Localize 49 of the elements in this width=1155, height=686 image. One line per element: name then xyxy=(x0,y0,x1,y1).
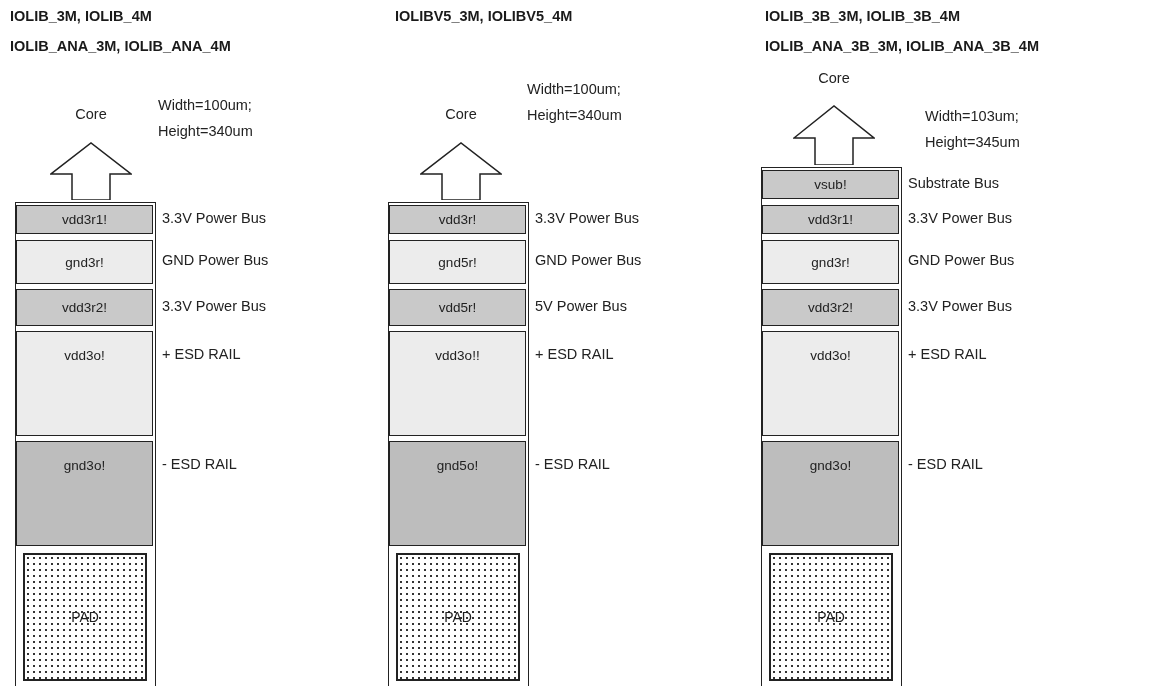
bus-description: + ESD RAIL xyxy=(535,346,614,362)
core-label: Core xyxy=(444,106,478,122)
bus-band: gnd5r! xyxy=(389,240,526,284)
bus-band: vdd3r! xyxy=(389,205,526,234)
bus-band: vsub! xyxy=(762,170,899,199)
bus-description: 3.3V Power Bus xyxy=(908,209,1012,226)
bus-band: vdd3r2! xyxy=(762,289,899,326)
bus-band: vdd3r1! xyxy=(16,205,153,234)
bus-band: gnd3o! xyxy=(16,441,153,546)
bus-description: - ESD RAIL xyxy=(535,456,610,472)
pad-box: PAD xyxy=(396,553,520,681)
cell-frame xyxy=(761,167,902,686)
bus-description: 3.3V Power Bus xyxy=(162,209,266,226)
pad-box: PAD xyxy=(769,553,893,681)
cell-frame xyxy=(15,202,156,686)
bus-band: gnd5o! xyxy=(389,441,526,546)
library-heading: IOLIB_ANA_3M, IOLIB_ANA_4M xyxy=(10,38,231,54)
bus-description: - ESD RAIL xyxy=(908,456,983,472)
core-label: Core xyxy=(817,70,851,86)
cell-dimensions: Width=100um; Height=340um xyxy=(158,96,254,141)
library-heading: IOLIB_3B_3M, IOLIB_3B_4M xyxy=(765,8,960,24)
bus-band: vdd5r! xyxy=(389,289,526,326)
bus-band: gnd3r! xyxy=(762,240,899,284)
bus-description: - ESD RAIL xyxy=(162,456,237,472)
library-heading: IOLIB_ANA_3B_3M, IOLIB_ANA_3B_4M xyxy=(765,38,1039,54)
bus-description: 5V Power Bus xyxy=(535,297,627,314)
library-heading: IOLIB_3M, IOLIB_4M xyxy=(10,8,152,24)
bus-description: 3.3V Power Bus xyxy=(535,209,639,226)
cell-frame xyxy=(388,202,529,686)
bus-band: gnd3o! xyxy=(762,441,899,546)
pad-box: PAD xyxy=(23,553,147,681)
bus-band: vdd3o! xyxy=(762,331,899,436)
bus-description: Substrate Bus xyxy=(908,174,1000,191)
bus-band: gnd3r! xyxy=(16,240,153,284)
bus-description: + ESD RAIL xyxy=(162,346,241,362)
bus-band: vdd3r1! xyxy=(762,205,899,234)
bus-description: GND Power Bus xyxy=(162,252,269,268)
cell-dimensions: Width=103um; Height=345um xyxy=(925,107,1021,152)
cell-dimensions: Width=100um; Height=340um xyxy=(527,80,623,125)
library-heading: IOLIBV5_3M, IOLIBV5_4M xyxy=(395,8,573,24)
bus-description: 3.3V Power Bus xyxy=(162,297,266,314)
bus-description: 3.3V Power Bus xyxy=(908,297,1012,314)
bus-description: GND Power Bus xyxy=(535,252,642,268)
bus-band: vdd3o! xyxy=(16,331,153,436)
bus-band: vdd3o!! xyxy=(389,331,526,436)
core-label: Core xyxy=(74,106,108,122)
bus-description: GND Power Bus xyxy=(908,252,1015,268)
bus-description: + ESD RAIL xyxy=(908,346,987,362)
bus-band: vdd3r2! xyxy=(16,289,153,326)
